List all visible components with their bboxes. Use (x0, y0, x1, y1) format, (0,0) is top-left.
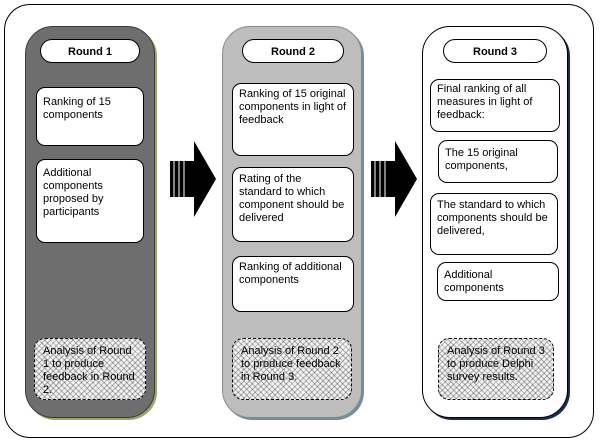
round-2-item-1: Ranking of 15 original components in lig… (232, 83, 354, 156)
round-2-item-3: Ranking of additional components (232, 256, 354, 312)
round-3-analysis: Analysis of Round 3 to produce Delphi su… (438, 338, 554, 400)
round-3-item-2: The 15 original components, (438, 140, 558, 183)
round-3-item-4: Additional components (437, 262, 559, 301)
round-3-item-1: Final ranking of all measures in light o… (430, 79, 560, 132)
arrow-round-2-to-3 (371, 141, 417, 217)
round-1-title: Round 1 (40, 39, 140, 63)
round-3-item-3: The standard to which components should … (430, 193, 558, 255)
arrow-round-1-to-2 (170, 141, 216, 217)
round-2-title: Round 2 (242, 39, 344, 63)
round-2-analysis: Analysis of Round 2 to produce feedback … (232, 338, 352, 400)
round-1-analysis: Analysis of Round 1 to produce feedback … (34, 338, 146, 400)
round-1-item-2: Additional components proposed by partic… (36, 159, 144, 243)
round-3-title: Round 3 (443, 39, 547, 63)
round-1-item-1: Ranking of 15 components (36, 87, 144, 146)
round-2-item-2: Rating of the standard to which componen… (232, 167, 354, 242)
